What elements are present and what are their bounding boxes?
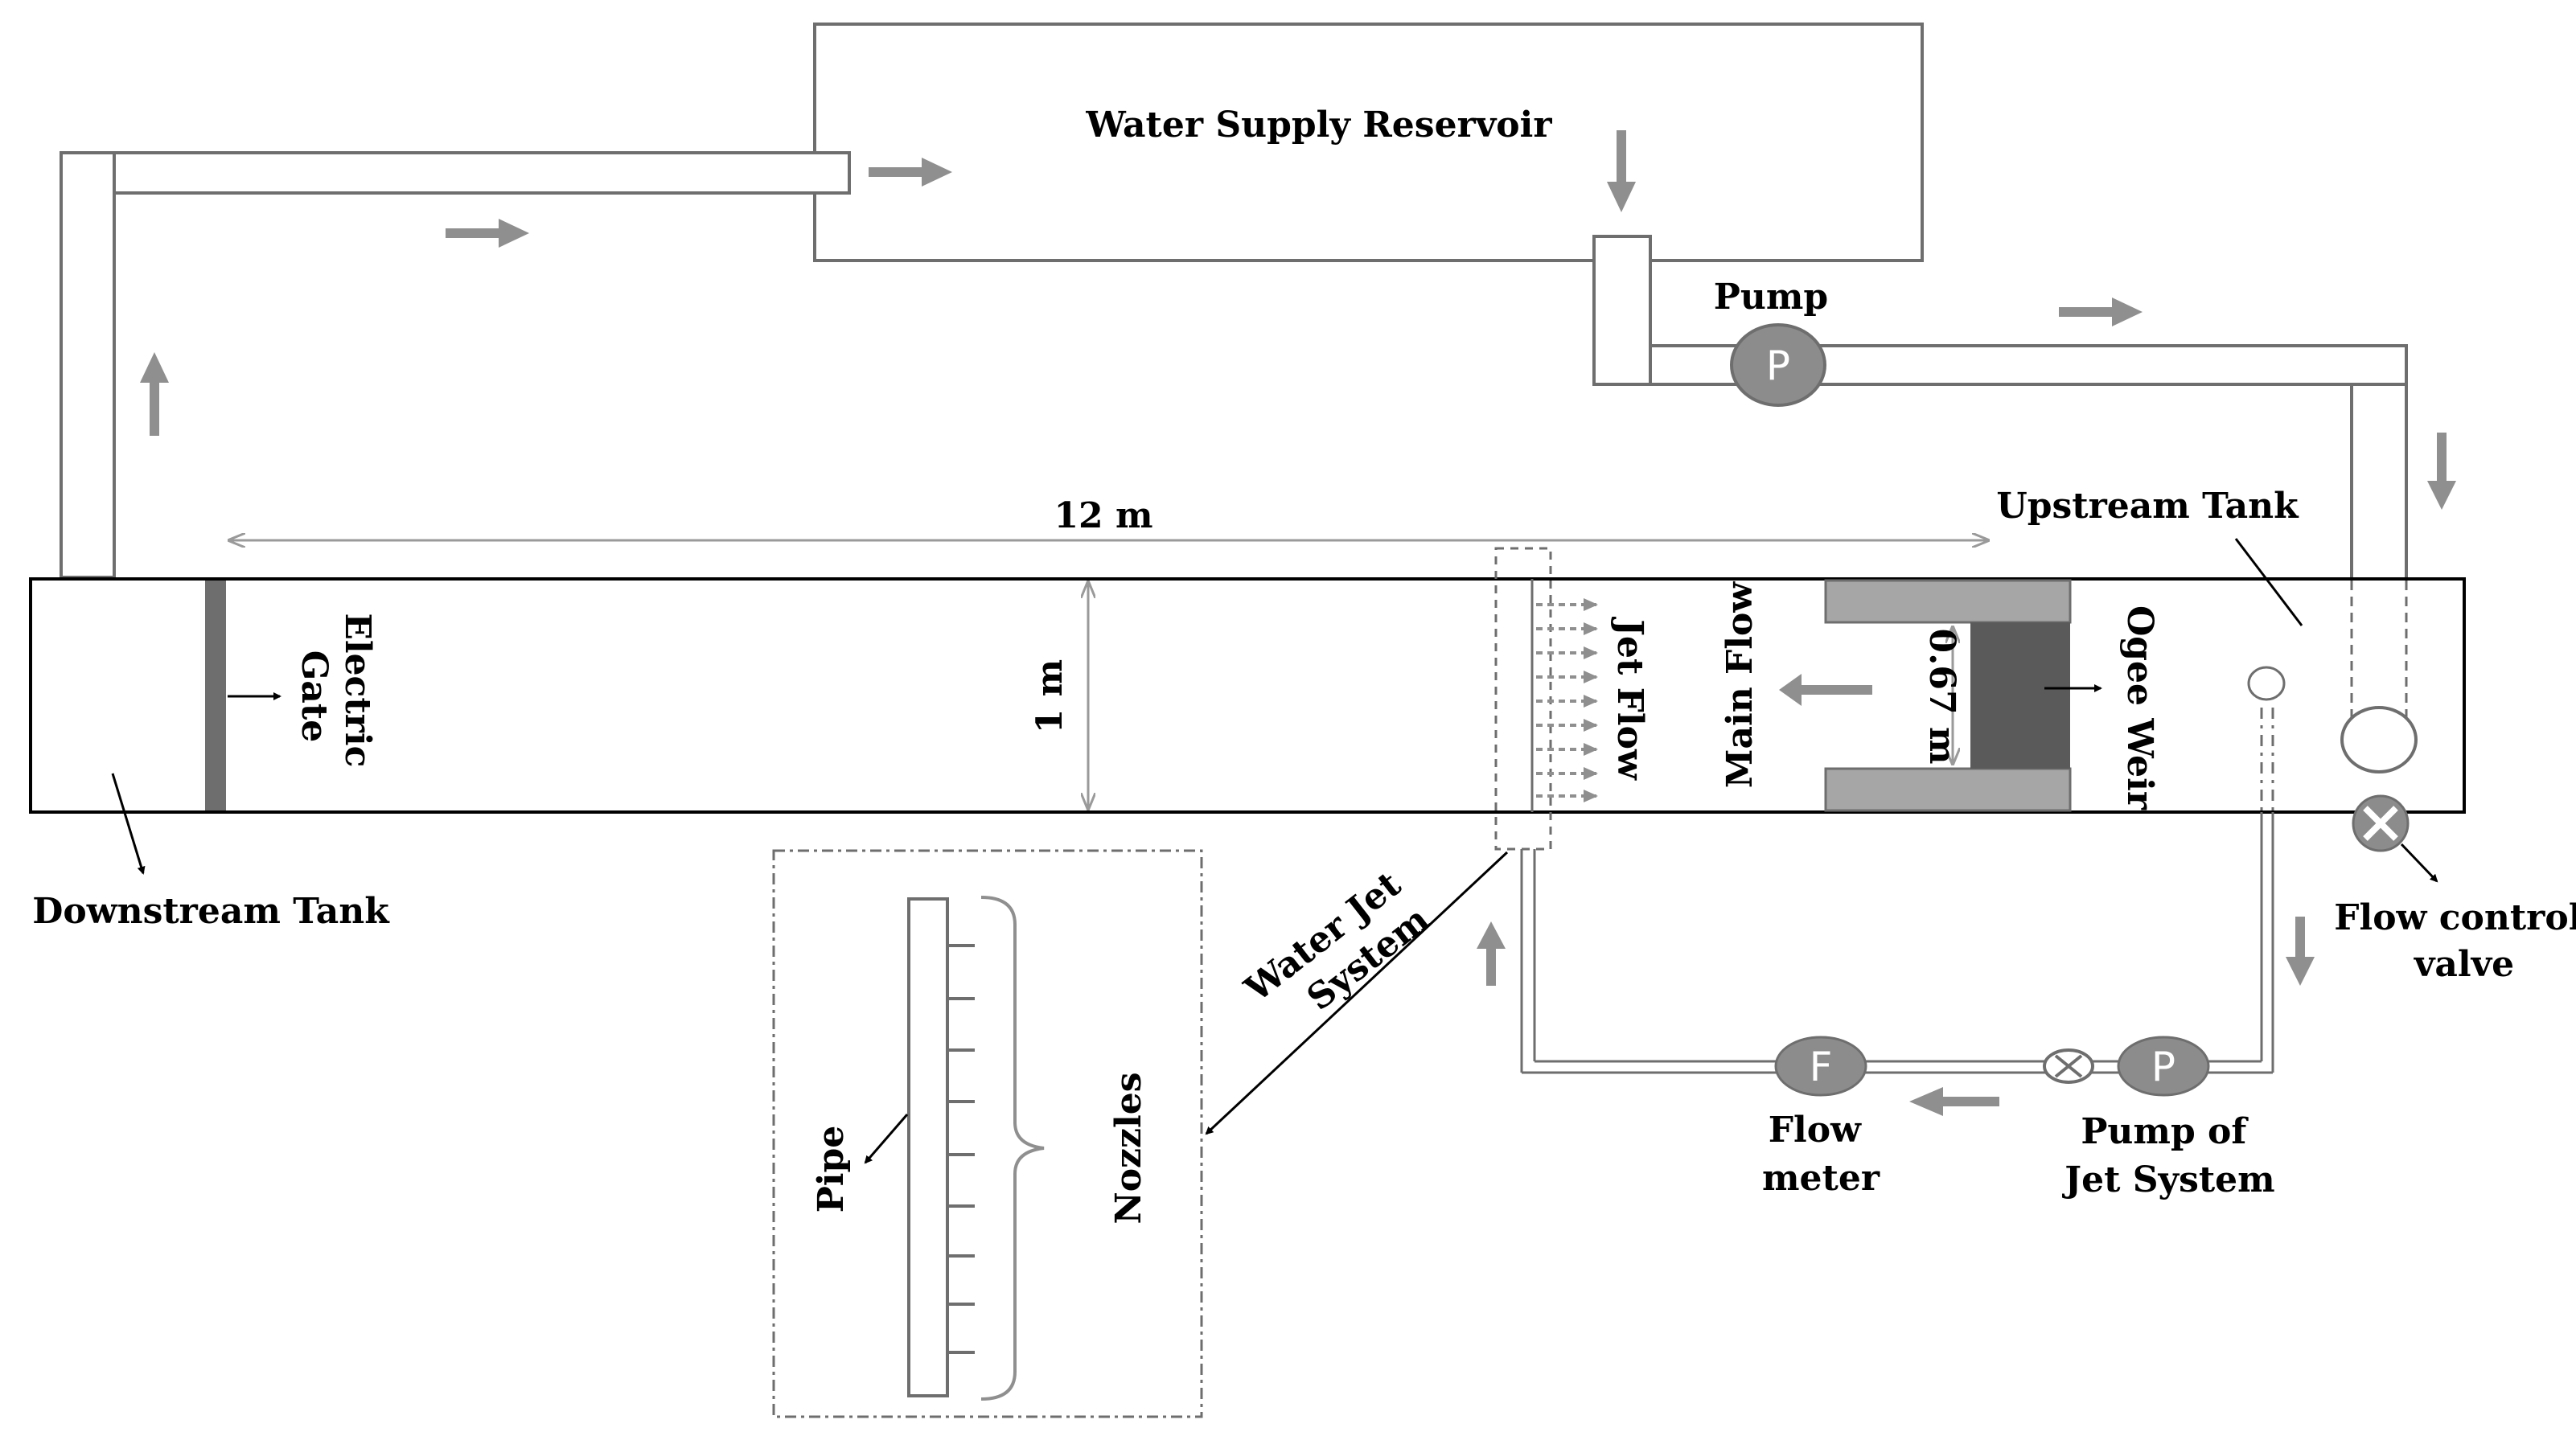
downstream-tank-pointer <box>111 773 146 875</box>
flow-control-valve <box>2352 794 2410 852</box>
electric-gate <box>205 581 226 810</box>
length-label: 12 m <box>1054 495 1152 536</box>
ogee-weir <box>1824 579 2072 812</box>
flow-arrow-up-1 <box>140 352 169 436</box>
nozzle-detail-box <box>772 849 1203 1418</box>
jet-pump-letter: P <box>2151 1044 2175 1090</box>
ogee-weir-label: Ogee Weir <box>2119 605 2160 810</box>
downstream-tank-label: Downstream Tank <box>32 891 390 932</box>
flowmeter-letter: F <box>1810 1044 1833 1090</box>
jet-pump-line1: Pump of <box>2081 1111 2249 1152</box>
pipe-label: Pipe <box>811 1126 852 1213</box>
pump-label: Pump <box>1714 277 1828 318</box>
flow-arrow-right-2 <box>869 158 952 187</box>
valve-pointer-arrow <box>2400 843 2438 883</box>
flow-arrow-down-2 <box>2427 433 2456 510</box>
water-jet-system-label: Water Jet System <box>1237 856 1446 1046</box>
width-label: 1 m <box>1029 659 1070 734</box>
main-flow-label: Main Flow <box>1719 581 1760 789</box>
flume-channel <box>29 577 2466 814</box>
flow-meter-line2: meter <box>1762 1158 1880 1199</box>
jet-flow-label: Jet Flow <box>1609 616 1650 781</box>
flow-arrow-down-1 <box>1607 130 1636 212</box>
upstream-tank-label: Upstream Tank <box>1996 486 2299 527</box>
inflow-outlet <box>2340 706 2418 773</box>
jet-line-valve <box>2043 1048 2094 1084</box>
return-pipe <box>60 151 851 579</box>
main-flow-arrow <box>1779 674 1872 706</box>
flow-arrow-up-2 <box>1477 921 1506 986</box>
flow-arrow-down-3 <box>2286 917 2315 986</box>
reservoir-label: Water Supply Reservoir <box>1085 105 1552 146</box>
flow-arrow-left-1 <box>1909 1087 1999 1116</box>
water-jet-system-pointer <box>1205 851 1509 1135</box>
supply-pump: P <box>1730 323 1826 407</box>
electric-gate-line2: Gate <box>294 650 335 742</box>
flow-control-valve-line2: valve <box>2414 944 2514 985</box>
water-supply-reservoir <box>813 23 1924 262</box>
flow-meter: F <box>1774 1036 1867 1097</box>
flow-arrow-right-3 <box>2059 297 2143 326</box>
jet-system-pipe <box>1520 812 2274 1074</box>
detail-nozzles <box>947 944 975 1354</box>
flow-meter-line1: Flow <box>1769 1110 1862 1151</box>
jet-flow-arrows <box>1536 598 1598 802</box>
flow-direction-arrows <box>140 130 2456 1116</box>
flow-control-valve-label: Flow control valve <box>2334 897 2576 985</box>
flow-arrow-right-1 <box>446 219 529 248</box>
flow-meter-label: Flow meter <box>1762 1110 1880 1199</box>
jet-pump-line2: Jet System <box>2061 1159 2274 1200</box>
flow-control-valve-line1: Flow control <box>2334 897 2576 938</box>
electric-gate-label: Electric Gate <box>294 613 378 779</box>
upstream-tank-pointer <box>2234 538 2303 626</box>
pump-letter: P <box>1766 343 1790 389</box>
electric-gate-line1: Electric <box>337 613 378 767</box>
nozzles-brace <box>980 896 1045 1401</box>
jet-system-box <box>1494 547 1552 851</box>
inflow-pipe-dashed <box>2350 581 2408 720</box>
jet-suction-dashed <box>2260 708 2274 812</box>
jet-pump-label: Pump of Jet System <box>2061 1111 2274 1200</box>
weir-height-label: 0.67 m <box>1921 628 1962 764</box>
pipe-pointer <box>864 1114 909 1164</box>
nozzles-label: Nozzles <box>1108 1072 1149 1224</box>
jet-pump: P <box>2117 1036 2210 1097</box>
jet-intake <box>2247 666 2286 701</box>
detail-pipe <box>907 897 949 1397</box>
